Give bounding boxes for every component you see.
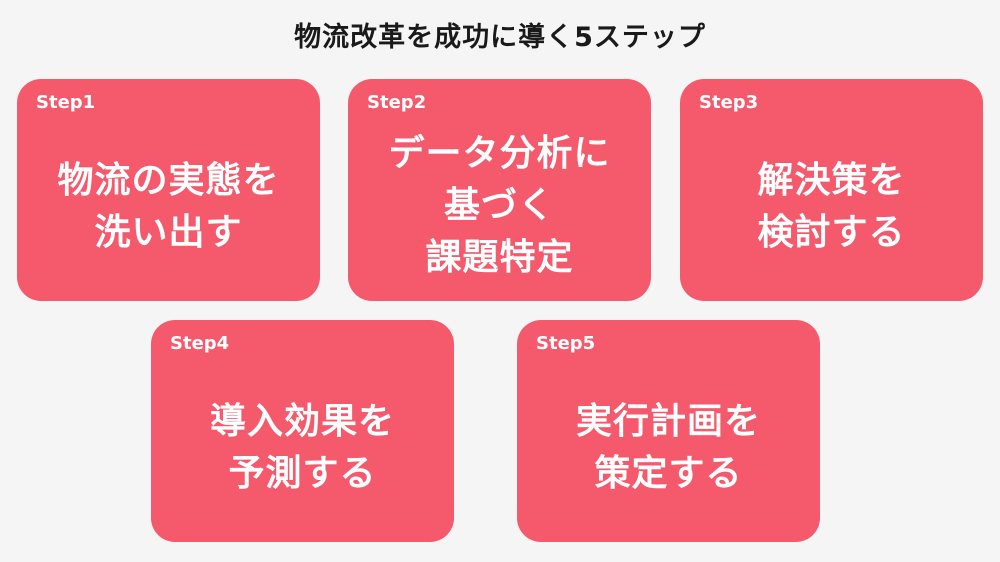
step-card-1: Step1 物流の実態を 洗い出す bbox=[17, 79, 320, 301]
step-text-line: 導入効果を bbox=[209, 401, 395, 442]
step-text-line: 物流の実態を bbox=[57, 160, 280, 201]
step-label: Step1 bbox=[36, 92, 96, 113]
step-text: 解決策を 検討する bbox=[680, 131, 983, 283]
step-label: Step4 bbox=[170, 333, 230, 354]
step-text-line: 課題特定 bbox=[425, 237, 574, 278]
step-card-2: Step2 データ分析に 基づく 課題特定 bbox=[348, 79, 651, 301]
step-text-line: 実行計画を bbox=[575, 401, 761, 442]
step-text-line: 解決策を bbox=[757, 160, 906, 201]
step-text-line: 検討する bbox=[757, 212, 906, 253]
step-text: 物流の実態を 洗い出す bbox=[17, 131, 320, 283]
step-card-3: Step3 解決策を 検討する bbox=[680, 79, 983, 301]
step-label: Step3 bbox=[699, 92, 759, 113]
step-card-4: Step4 導入効果を 予測する bbox=[151, 320, 454, 542]
step-text: 実行計画を 策定する bbox=[517, 372, 820, 524]
step-label: Step2 bbox=[367, 92, 427, 113]
step-text-line: 策定する bbox=[594, 453, 743, 494]
step-text-line: 洗い出す bbox=[94, 212, 243, 253]
step-label: Step5 bbox=[536, 333, 596, 354]
page-title: 物流改革を成功に導く5ステップ bbox=[294, 22, 706, 53]
step-text-line: 予測する bbox=[228, 453, 377, 494]
step-card-5: Step5 実行計画を 策定する bbox=[517, 320, 820, 542]
step-text-line: データ分析に bbox=[388, 133, 611, 174]
step-text-line: 基づく bbox=[443, 185, 555, 226]
step-text: 導入効果を 予測する bbox=[151, 372, 454, 524]
step-text: データ分析に 基づく 課題特定 bbox=[348, 119, 651, 293]
